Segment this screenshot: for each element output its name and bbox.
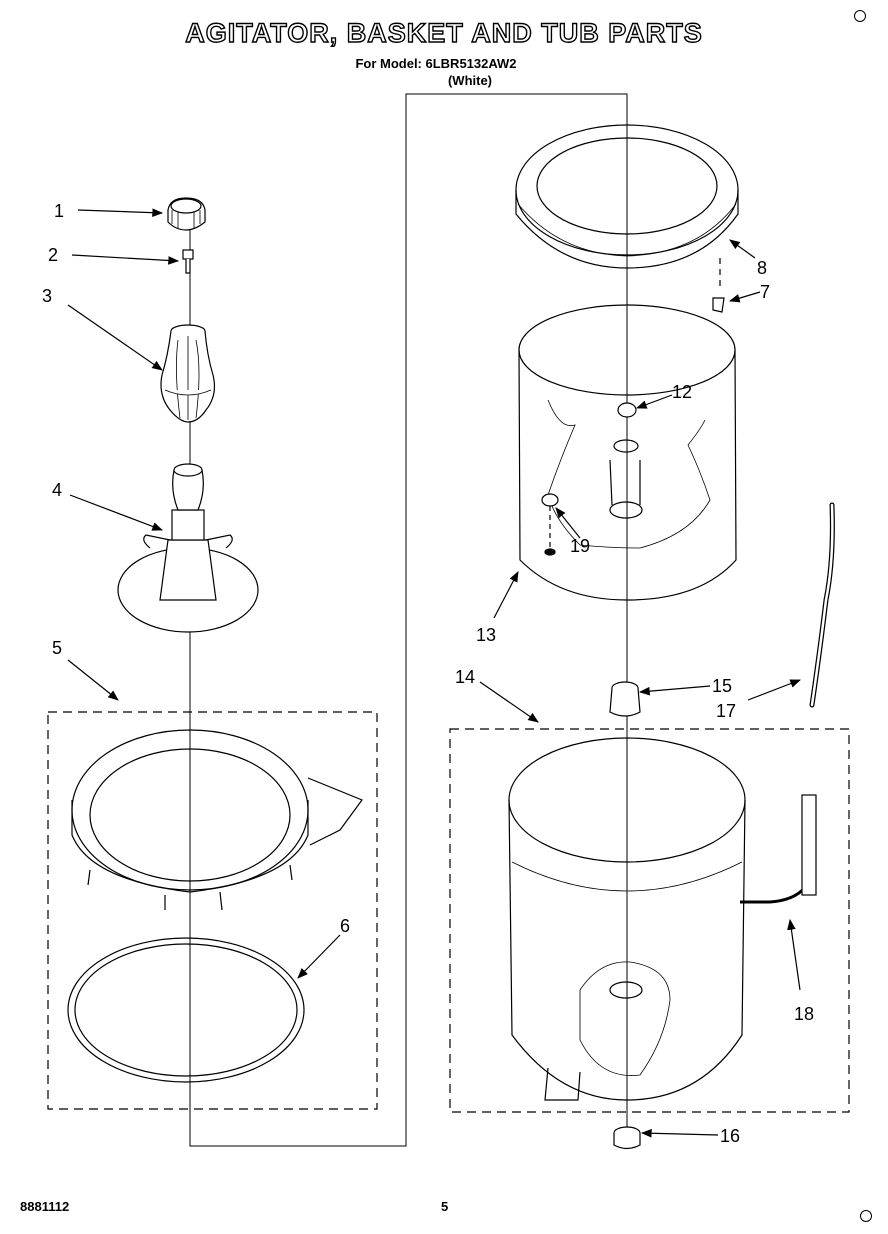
callout-15: 15 (712, 676, 732, 696)
callout-5: 5 (52, 638, 62, 658)
callout-2: 2 (48, 245, 58, 265)
callout-6: 6 (340, 916, 350, 936)
footer-code: 8881112 (20, 1199, 70, 1214)
group-box-14 (449, 728, 850, 1113)
basket (518, 304, 737, 601)
callout-17: 17 (716, 701, 736, 721)
callout-12: 12 (672, 382, 692, 402)
drive-bell (609, 681, 641, 717)
callout-14: 14 (455, 667, 475, 687)
pressure-hose (740, 800, 812, 904)
agitator-top (160, 324, 216, 423)
page-number: 5 (441, 1199, 449, 1214)
callout-8: 8 (757, 258, 767, 278)
callout-19: 19 (570, 536, 590, 556)
corner-mark (860, 1210, 872, 1222)
tub-ring (71, 729, 363, 911)
callout-18: 18 (794, 1004, 814, 1024)
callout-3: 3 (42, 286, 52, 306)
callout-4: 4 (52, 480, 62, 500)
tub-seal-ring (67, 937, 305, 1083)
model-line: For Model: 6LBR5132AW2 (355, 56, 517, 71)
group-box-5 (47, 711, 378, 1110)
callout-13: 13 (476, 625, 496, 645)
tub-ring-top (515, 124, 739, 269)
page-title: AGITATOR, BASKET AND TUB PARTS (185, 17, 703, 48)
pressure-hose-tube (801, 794, 817, 896)
callout-7: 7 (760, 282, 770, 302)
agitator-cap (167, 197, 206, 231)
leader-arrows (67, 208, 802, 1138)
corner-mark (854, 10, 866, 22)
basket-plug (541, 493, 559, 507)
clip (712, 297, 725, 313)
outer-tub (508, 737, 746, 1101)
agitator-base (117, 463, 259, 633)
agitator-bolt (182, 249, 194, 274)
callout-16: 16 (720, 1126, 740, 1146)
callout-1: 1 (54, 201, 64, 221)
bottom-seal (613, 1126, 641, 1150)
color-line: (White) (447, 73, 493, 88)
basket-nut (617, 402, 637, 418)
